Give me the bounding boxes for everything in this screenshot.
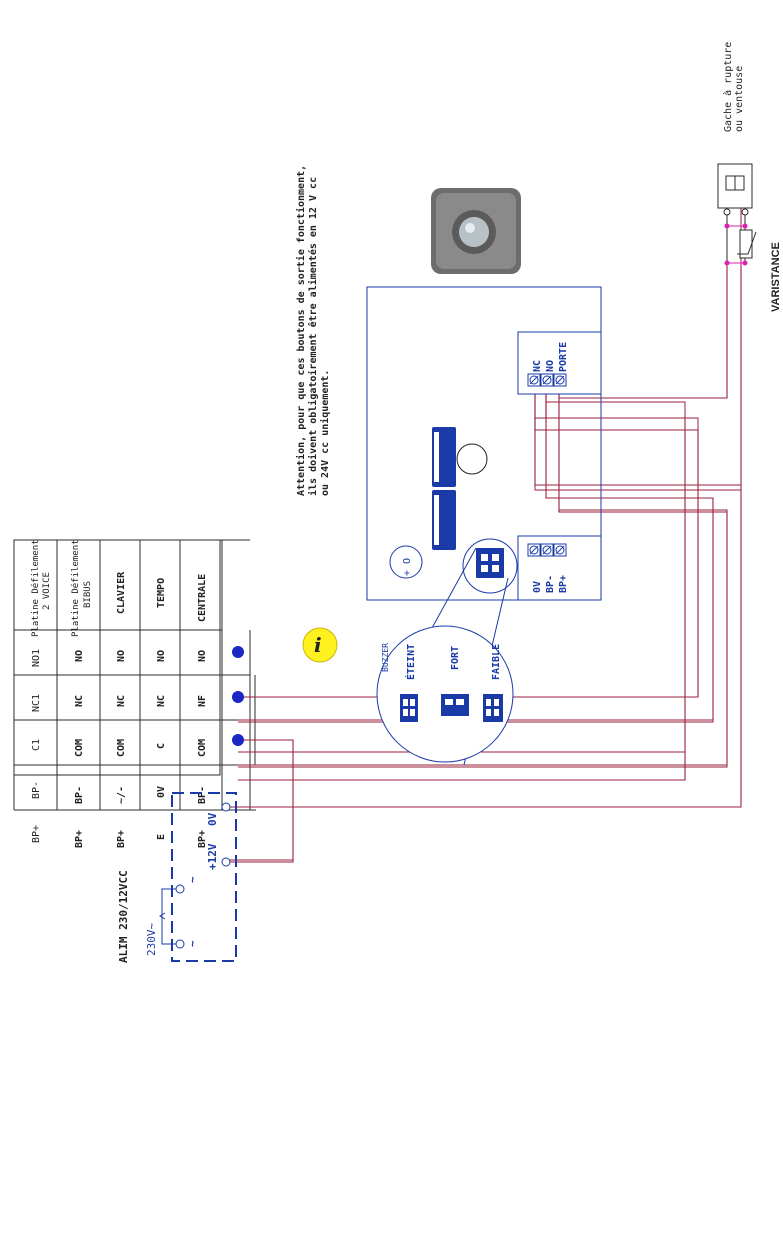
buzzer-option-faible: FAIBLE: [491, 644, 502, 680]
lock-label-line1: Gache à rupture: [722, 42, 734, 132]
table-cells: NO NC COM BP- BP+ NO NC COM ~/- BP+ NO N…: [74, 650, 208, 848]
table-cell: NO: [156, 650, 167, 662]
mains-bracket: [161, 888, 176, 945]
wire-bp-minus-line: [238, 342, 714, 721]
polarity-circle: [389, 545, 423, 579]
lower-terminal-screws: [527, 543, 567, 557]
jumper-eteint: [400, 694, 418, 722]
table-cell: NF: [197, 695, 208, 707]
table-connection-dots: [232, 646, 244, 746]
terminal-label-porte: PORTE: [558, 342, 569, 372]
terminal-label-0v: 0V: [532, 581, 543, 593]
attention-line-3: ou 24V cc uniquement.: [319, 370, 331, 496]
table-cell: NO: [197, 650, 208, 662]
table-cell: BP+: [197, 830, 208, 848]
module-body: [366, 286, 602, 601]
info-note: i: [302, 627, 338, 663]
module-terminal-labels: NC NO PORTE 0V BP- BP+ + O: [402, 342, 569, 593]
varistor-icon: [726, 215, 757, 264]
terminal-label-nc: NC: [532, 360, 543, 372]
info-icon-letter: i: [314, 633, 322, 657]
polarity-label: + O: [402, 558, 413, 576]
lock-labels: Gache à rupture ou ventouse VARISTANCE: [722, 42, 782, 312]
attention-note: Attention, pour que ces boutons de sorti…: [295, 165, 331, 496]
row-label-tempo: TEMPO: [156, 578, 167, 608]
column-header-c1: C1: [31, 739, 42, 751]
table-cell: E: [156, 834, 167, 840]
buzzer-source-circle: [462, 538, 518, 594]
power-supply-box: [171, 792, 237, 962]
table-cell: NO: [116, 650, 127, 662]
table-cell: BP-: [74, 786, 85, 804]
table-cell: NC: [156, 695, 167, 707]
buzzer-jumpers: [400, 694, 503, 722]
row-label-bibus-line1: Platine Défilement: [70, 539, 81, 637]
column-header-bp-minus: BP-: [31, 781, 42, 799]
ac-symbol-1: ~: [186, 876, 199, 883]
buzzer-option-fort: FORT: [450, 646, 461, 670]
terminal-label-bp-minus: BP-: [545, 575, 556, 593]
output-terminal-zero: [221, 802, 231, 812]
table-cell: NO: [74, 650, 85, 662]
table-row-labels: Platine Défilement 2 VOICE Platine Défil…: [30, 539, 208, 637]
ac-symbol-2: ~: [186, 940, 199, 947]
power-supply-labels: ALIM 230/12VCC 230V~ ~ ~ +12V 0V: [117, 812, 219, 963]
buzzer-jumper: [476, 548, 504, 578]
table-column-headers: NO1 NC1 C1 BP- BP+: [31, 649, 42, 843]
table-cell: COM: [116, 739, 127, 757]
column-header-no1: NO1: [31, 649, 42, 667]
module-components: [432, 427, 504, 578]
info-icon: [302, 627, 338, 663]
door-lock-icon: [717, 163, 753, 216]
power-supply: [159, 792, 237, 962]
buzzer-labels: BUZZER ÉTEINT FORT FAIBLE: [381, 643, 502, 680]
table-cell: NC: [74, 695, 85, 707]
table-cell: BP+: [116, 830, 127, 848]
wires-main: [230, 263, 742, 863]
column-header-bp-plus: BP+: [31, 825, 42, 843]
input-terminal-2: [175, 939, 185, 949]
dot-nc1: [232, 691, 244, 703]
terminal-label-no: NO: [545, 360, 556, 372]
attention-line-1: Attention, pour que ces boutons de sorti…: [295, 165, 307, 496]
output-plus-label: +12V: [206, 843, 219, 870]
output-terminal-plus: [221, 857, 231, 867]
table-cell: BP+: [74, 830, 85, 848]
row-label-clavier: CLAVIER: [116, 571, 127, 614]
dot-no1: [232, 646, 244, 658]
lock-magenta-dots: [724, 223, 748, 266]
jumper-faible: [483, 694, 503, 722]
varistor-label: VARISTANCE: [770, 242, 782, 312]
power-supply-title: ALIM 230/12VCC: [117, 870, 130, 963]
output-zero-label: 0V: [206, 812, 219, 826]
table-cell: 0V: [156, 786, 167, 798]
terminal-label-bp-plus: BP+: [558, 575, 569, 593]
buzzer-option-eteint: ÉTEINT: [404, 644, 417, 680]
column-header-nc1: NC1: [31, 694, 42, 712]
row-label-2voice-line1: Platine Défilement: [30, 539, 41, 637]
lock-label-line2: ou ventouse: [734, 66, 745, 132]
round-element: [456, 443, 488, 475]
input-terminal-1: [175, 884, 185, 894]
upper-terminal-screws: [527, 373, 567, 387]
attention-line-2: ils doivent obligatoirement être aliment…: [307, 177, 319, 496]
row-label-2voice-line2: 2 VOICE: [42, 572, 52, 610]
table-cell: C: [156, 743, 167, 749]
table-cell: NC: [116, 695, 127, 707]
row-label-centrale: CENTRALE: [197, 574, 208, 622]
table-cell: BP-: [197, 786, 208, 804]
mains-voltage-label: 230V~: [145, 923, 158, 956]
wire-bp-plus-line: [238, 342, 728, 766]
wire-c1-line: [230, 739, 294, 863]
row-label-bibus-line2: BIBUS: [83, 581, 93, 608]
exit-push-button-photo: [431, 188, 521, 274]
table-cell: COM: [197, 739, 208, 757]
table-cell: ~/-: [116, 786, 127, 804]
table-cell: COM: [74, 739, 85, 757]
dot-c1: [232, 734, 244, 746]
buzzer-title: BUZZER: [381, 643, 390, 672]
